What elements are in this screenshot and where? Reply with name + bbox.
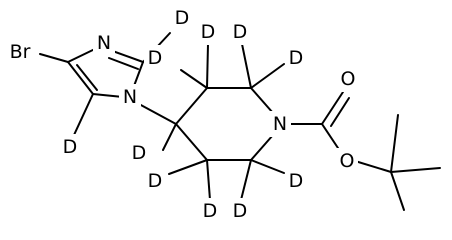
atom-d-c5-bottom: D <box>203 200 218 222</box>
bond-tbu-methyl-up <box>390 114 399 173</box>
bond-c2-d-top <box>241 43 252 89</box>
atom-d-c2-top: D <box>233 21 248 43</box>
bond-c5-c4 <box>175 123 208 161</box>
bond-c4-n3 <box>67 47 98 63</box>
bond-c3-d-top <box>206 43 209 89</box>
bond-c5-d <box>73 93 94 136</box>
atom-n3-imidazole: N <box>97 32 111 54</box>
bond-c5-d-left <box>168 159 208 175</box>
atom-n-piperidine: N <box>273 113 287 135</box>
bond-c2-n1 <box>133 61 144 87</box>
atom-d-c2-right: D <box>289 47 304 69</box>
bond-tbu-methyl-right <box>390 167 441 173</box>
atom-o-ester: O <box>340 150 355 172</box>
bond-c3-d-left <box>180 69 208 89</box>
atom-br: Br <box>10 41 31 63</box>
bond-n3-c2-inner <box>108 57 139 70</box>
atom-d-c6-bottom: D <box>233 200 248 222</box>
chemical-structure: Br N N N O O D D D D D D D D D D D <box>4 5 441 224</box>
bond-c2-d-right <box>250 63 285 89</box>
bond-c6-d-bottom <box>240 159 252 201</box>
bond-c2-n <box>250 87 274 114</box>
atom-d-c6-right: D <box>289 170 304 192</box>
atom-o-carbonyl: O <box>341 68 356 90</box>
atom-d-c4: D <box>132 142 147 164</box>
bond-c-o-double-inner <box>330 97 350 127</box>
atom-n1-imidazole: N <box>123 86 137 108</box>
bonds <box>39 32 441 211</box>
bond-c6-d-right <box>250 159 285 174</box>
bond-c4-c3 <box>175 87 208 125</box>
atom-d-c3-left: D <box>148 47 163 69</box>
atom-d-c5-left: D <box>148 170 163 192</box>
bond-c4-br <box>39 53 69 63</box>
bond-tbu-methyl-down <box>390 171 405 211</box>
atom-d-c5-imidazole: D <box>63 136 78 158</box>
bond-c-o-double <box>321 91 344 125</box>
atom-d-c2-imidazole: D <box>175 7 190 29</box>
bond-o-tbu-c <box>354 160 392 173</box>
bond-c4-d <box>162 123 177 151</box>
bond-c5-d-bottom <box>206 159 211 201</box>
atom-d-c3-top: D <box>201 21 216 43</box>
bond-c4-c5-inner <box>76 64 98 91</box>
atom-labels: Br N N N O O D D D D D D D D D D D <box>4 5 359 224</box>
bond-c4-c5 <box>67 61 94 95</box>
bond-n1-c5 <box>92 93 124 98</box>
bond-c-o-ester <box>321 123 341 152</box>
bond-n1-c4pip <box>138 103 177 125</box>
bond-n-c6 <box>250 134 274 161</box>
